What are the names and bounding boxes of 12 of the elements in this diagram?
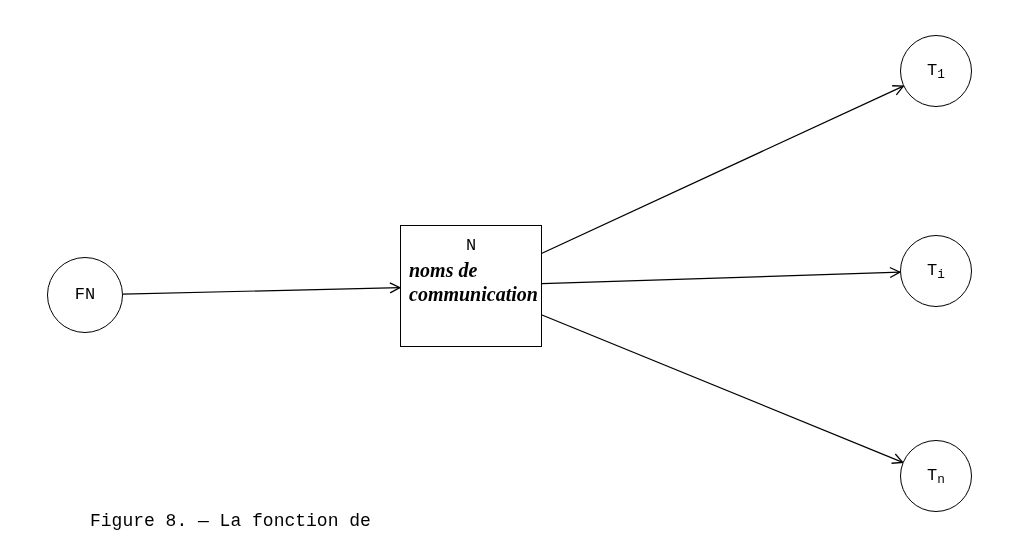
process-box <box>400 225 542 347</box>
node-label: T$_{1}$ <box>927 60 945 83</box>
arrow <box>122 282 401 295</box>
arrow <box>541 85 904 254</box>
node-label: T$_{i}$ <box>927 260 945 283</box>
arrow <box>541 266 901 285</box>
node-description: noms de communication <box>408 258 539 306</box>
caption: Figure 8. — La fonction de <box>90 510 371 533</box>
arrow <box>541 314 904 464</box>
node-label: FN <box>74 284 96 306</box>
node-label: N <box>465 235 477 257</box>
node-label: T$_{n}$ <box>927 465 945 488</box>
